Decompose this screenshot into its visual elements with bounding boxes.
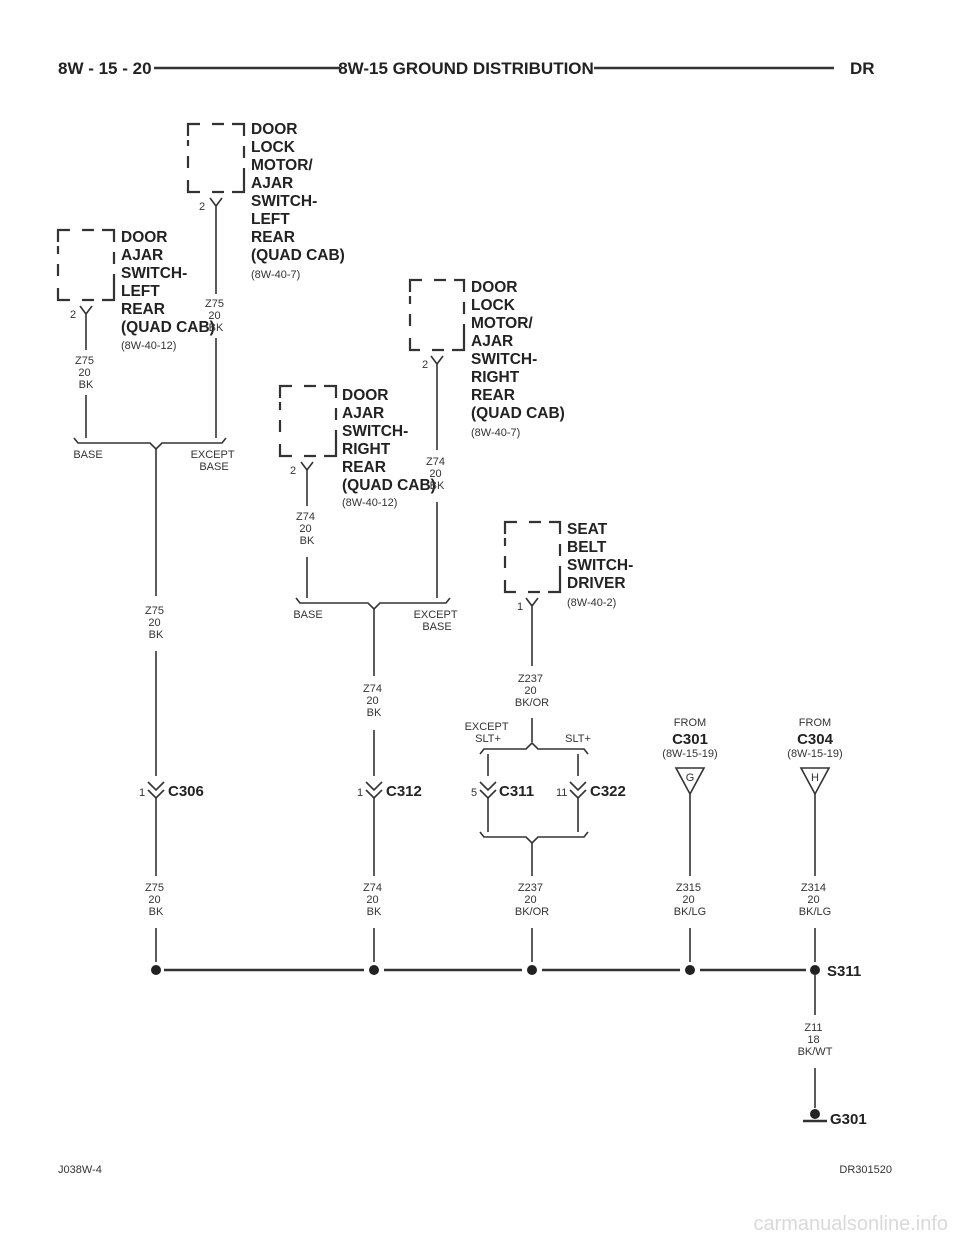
- component-label: DOOR LOCK MOTOR/ AJAR SWITCH- RIGHT REAR…: [471, 279, 565, 422]
- component-label: DOOR AJAR SWITCH- LEFT REAR (QUAD CAB): [121, 229, 215, 336]
- option-label-except-slt: EXCEPT SLT+: [465, 721, 512, 745]
- component-outline: [278, 384, 338, 458]
- off-page-triangle: [674, 767, 706, 796]
- connector-symbol: [479, 781, 497, 800]
- from-connector-name: C301: [672, 731, 708, 748]
- from-label: FROM: [799, 717, 831, 729]
- connector-name: C322: [590, 783, 626, 800]
- page-number: 8W - 15 - 20: [58, 59, 152, 78]
- wire-label-z75: Z75 20 BK: [145, 882, 167, 918]
- component-ref: (8W-40-2): [567, 597, 616, 609]
- wire-label-z237: Z237 20 BK/OR: [515, 673, 549, 709]
- wire-label-z74: Z74 20 BK: [363, 683, 385, 719]
- splice-dot: [151, 965, 161, 975]
- connector-symbol: [569, 781, 587, 800]
- connector-symbol: [147, 781, 165, 800]
- component-seat-belt-switch-driver: SEAT BELT SWITCH- DRIVER (8W-40-2) 1: [503, 520, 638, 666]
- page-title: 8W-15 GROUND DISTRIBUTION: [338, 59, 594, 78]
- from-connector-name: C304: [797, 731, 834, 748]
- connector-c322: 11 C322: [556, 781, 626, 800]
- component-ref: (8W-40-7): [471, 427, 520, 439]
- component-label: DOOR LOCK MOTOR/ AJAR SWITCH- LEFT REAR …: [251, 121, 345, 264]
- splice-dot: [369, 965, 379, 975]
- connector-symbol: [365, 781, 383, 800]
- option-bracket: [73, 437, 227, 451]
- from-ref: (8W-15-19): [787, 748, 842, 760]
- pin-number: 1: [357, 787, 363, 799]
- wire-label-z74: Z74 20 BK: [363, 882, 385, 918]
- connector-pin: [209, 197, 223, 294]
- option-bracket: [295, 597, 451, 611]
- connector-pin: [300, 461, 314, 506]
- splice-dot: [810, 965, 820, 975]
- option-label-except-base: EXCEPT BASE: [191, 449, 238, 473]
- model-code: DR: [850, 59, 875, 78]
- wire-label-z75: Z75 20 BK: [205, 298, 227, 334]
- footer-right: DR301520: [839, 1164, 892, 1176]
- connector-c306: 1 C306: [139, 781, 204, 800]
- ground-name: G301: [830, 1111, 867, 1128]
- wire-label-z237: Z237 20 BK/OR: [515, 882, 549, 918]
- component-outline: [186, 122, 246, 194]
- from-ref: (8W-15-19): [662, 748, 717, 760]
- pin-number: 11: [556, 787, 567, 799]
- connector-c311: 5 C311: [471, 781, 534, 800]
- option-bracket: [479, 831, 589, 845]
- off-page-triangle: [799, 767, 831, 796]
- wire-label-z74: Z74 20 BK: [296, 511, 318, 547]
- connector-name: C306: [168, 783, 204, 800]
- component-outline: [56, 228, 116, 302]
- wire-label-z11: Z11 18 BK/WT: [798, 1022, 833, 1058]
- wire-label-z75: Z75 20 BK: [145, 605, 167, 641]
- component-label: DOOR AJAR SWITCH- RIGHT REAR (QUAD CAB): [342, 387, 436, 494]
- wire-label-z315: Z315 20 BK/LG: [674, 882, 706, 918]
- pin-number: 2: [199, 201, 205, 213]
- from-c301: FROM C301 (8W-15-19) G: [662, 717, 718, 796]
- component-ref: (8W-40-12): [121, 340, 176, 352]
- splice-dot: [527, 965, 537, 975]
- pin-number: 2: [70, 309, 76, 321]
- component-label: SEAT BELT SWITCH- DRIVER: [567, 521, 638, 592]
- splice-bus: S311: [151, 963, 861, 980]
- component-ref: (8W-40-7): [251, 269, 300, 281]
- pin-number: 1: [517, 601, 523, 613]
- component-outline: [503, 520, 562, 594]
- connector-c312: 1 C312: [357, 781, 422, 800]
- off-page-letter: G: [686, 772, 695, 784]
- component-outline: [408, 278, 466, 352]
- pin-number: 5: [471, 787, 477, 799]
- splice-name: S311: [827, 963, 861, 980]
- wire-label-z74: Z74 20 BK: [426, 456, 448, 492]
- watermark: carmanualsonline.info: [753, 1213, 948, 1235]
- page-header: 8W - 15 - 20 8W-15 GROUND DISTRIBUTION D…: [58, 59, 875, 78]
- option-label-base: BASE: [73, 449, 102, 461]
- component-door-lock-motor-right-rear: DOOR LOCK MOTOR/ AJAR SWITCH- RIGHT REAR…: [408, 278, 565, 450]
- wire-label-z314: Z314 20 BK/LG: [799, 882, 831, 918]
- wire-label-z75: Z75 20 BK: [75, 355, 97, 391]
- option-label-slt: SLT+: [565, 733, 591, 745]
- connector-pin: [430, 355, 444, 450]
- component-door-ajar-switch-left-rear: DOOR AJAR SWITCH- LEFT REAR (QUAD CAB) (…: [56, 228, 215, 352]
- component-ref: (8W-40-12): [342, 497, 397, 509]
- connector-pin: [79, 305, 93, 350]
- option-label-except-base: EXCEPT BASE: [414, 609, 461, 633]
- connector-pin: [525, 597, 539, 666]
- component-door-ajar-switch-right-rear: DOOR AJAR SWITCH- RIGHT REAR (QUAD CAB) …: [278, 384, 436, 509]
- connector-name: C311: [499, 783, 534, 800]
- footer-left: J038W-4: [58, 1164, 102, 1176]
- pin-number: 2: [290, 465, 296, 477]
- component-door-lock-motor-left-rear: DOOR LOCK MOTOR/ AJAR SWITCH- LEFT REAR …: [186, 121, 345, 294]
- from-label: FROM: [674, 717, 706, 729]
- splice-dot: [685, 965, 695, 975]
- ground-g301: G301: [803, 1109, 867, 1128]
- pin-number: 2: [422, 359, 428, 371]
- ground-icon: [810, 1109, 820, 1119]
- pin-number: 1: [139, 787, 145, 799]
- off-page-letter: H: [811, 772, 819, 784]
- connector-name: C312: [386, 783, 422, 800]
- option-label-base: BASE: [293, 609, 322, 621]
- from-c304: FROM C304 (8W-15-19) H: [787, 717, 843, 796]
- option-bracket: [479, 741, 589, 755]
